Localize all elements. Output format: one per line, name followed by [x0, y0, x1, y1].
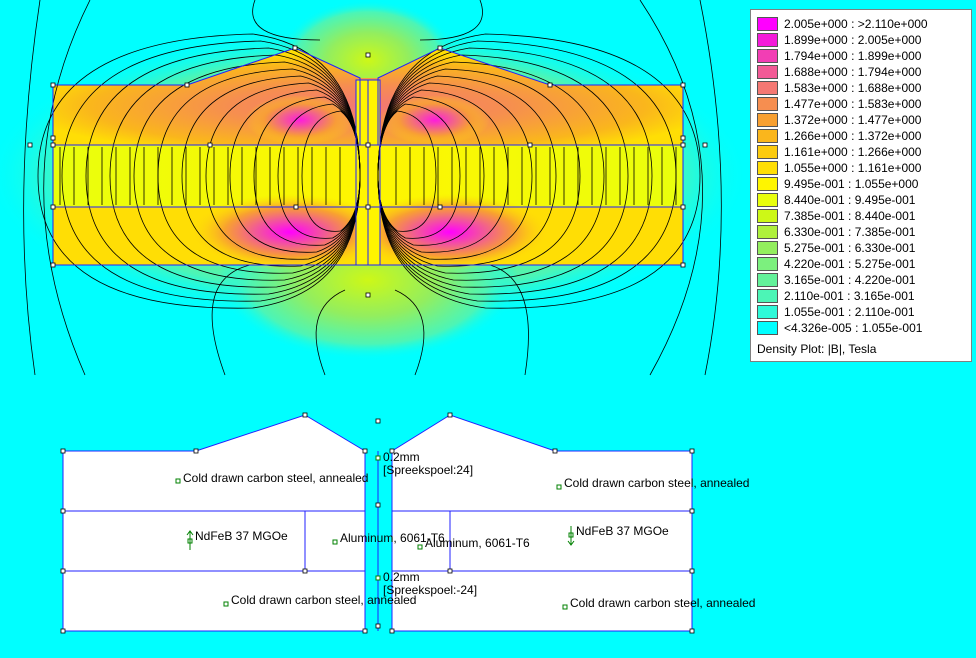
legend-range-label: 8.440e-001 : 9.495e-001: [784, 193, 916, 207]
label-alu-left: Aluminum, 6061-T6: [340, 531, 445, 545]
bottom-left-plate: [62, 570, 366, 632]
legend-row: 8.440e-001 : 9.495e-001: [757, 193, 915, 207]
legend-range-label: 1.266e+000 : 1.372e+000: [784, 129, 922, 143]
legend-row: 1.372e+000 : 1.477e+000: [757, 113, 921, 127]
geometry-nodes: [27, 45, 708, 298]
legend-row: 1.899e+000 : 2.005e+000: [757, 33, 921, 47]
legend-row: 1.161e+000 : 1.266e+000: [757, 145, 921, 159]
legend-swatch: [757, 177, 778, 191]
legend-range-label: 1.055e+000 : 1.161e+000: [784, 161, 922, 175]
label-steel-top-right: Cold drawn carbon steel, annealed: [564, 476, 749, 490]
legend-swatch: [757, 273, 778, 287]
legend-range-label: 5.275e-001 : 6.330e-001: [784, 241, 916, 255]
legend-row: 1.477e+000 : 1.583e+000: [757, 97, 921, 111]
legend-swatch: [757, 209, 778, 223]
legend-swatch: [757, 65, 778, 79]
legend-range-label: 1.688e+000 : 1.794e+000: [784, 65, 922, 79]
legend-range-label: 1.583e+000 : 1.688e+000: [784, 81, 922, 95]
legend-range-label: 1.899e+000 : 2.005e+000: [784, 33, 922, 47]
legend-range-label: 1.794e+000 : 1.899e+000: [784, 49, 922, 63]
geometry-view: Cold drawn carbon steel, annealed Cold d…: [60, 412, 755, 634]
legend-range-label: 2.005e+000 : >2.110e+000: [784, 17, 928, 31]
legend-swatch: [757, 321, 778, 335]
density-legend: 2.005e+000 : >2.110e+000 1.899e+000 : 2.0…: [750, 9, 972, 362]
hotspot-top-right: [380, 95, 490, 145]
legend-range-label: 7.385e-001 : 8.440e-001: [784, 209, 916, 223]
legend-row: 3.165e-001 : 4.220e-001: [757, 273, 915, 287]
label-wire-top: 0.2mm: [383, 450, 420, 464]
legend-row: 1.266e+000 : 1.372e+000: [757, 129, 921, 143]
legend-swatch: [757, 33, 778, 47]
density-plot: [0, 0, 748, 376]
legend-range-label: 1.372e+000 : 1.477e+000: [784, 113, 922, 127]
legend-row: 4.220e-001 : 5.275e-001: [757, 257, 915, 271]
label-steel-bottom-right: Cold drawn carbon steel, annealed: [570, 596, 755, 610]
legend-row: <4.326e-005 : 1.055e-001: [757, 321, 922, 335]
legend-caption: Density Plot: |B|, Tesla: [757, 342, 877, 356]
label-steel-top-left: Cold drawn carbon steel, annealed: [183, 471, 368, 485]
legend-row: 5.275e-001 : 6.330e-001: [757, 241, 915, 255]
legend-row: 1.794e+000 : 1.899e+000: [757, 49, 921, 63]
legend-swatch: [757, 225, 778, 239]
legend-swatch: [757, 241, 778, 255]
legend-swatch: [757, 193, 778, 207]
legend-range-label: 4.220e-001 : 5.275e-001: [784, 257, 916, 271]
legend-swatch: [757, 97, 778, 111]
label-circuit-top: [Spreekspoel:24]: [383, 463, 473, 477]
bottom-right-plate: [391, 570, 693, 632]
legend-row: 1.688e+000 : 1.794e+000: [757, 65, 921, 79]
legend-swatch: [757, 113, 778, 127]
label-steel-bottom-left: Cold drawn carbon steel, annealed: [231, 593, 416, 607]
legend-row: 1.055e-001 : 2.110e-001: [757, 305, 915, 319]
legend-swatch: [757, 257, 778, 271]
legend-range-label: 3.165e-001 : 4.220e-001: [784, 273, 916, 287]
legend-swatch: [757, 81, 778, 95]
legend-row: 6.330e-001 : 7.385e-001: [757, 225, 915, 239]
legend-row: 2.110e-001 : 3.165e-001: [757, 289, 915, 303]
legend-row: 9.495e-001 : 1.055e+000: [757, 177, 918, 191]
legend-swatch: [757, 305, 778, 319]
legend-swatch: [757, 129, 778, 143]
legend-row: 2.005e+000 : >2.110e+000: [757, 17, 928, 31]
top-left-plate: [62, 414, 366, 512]
legend-range-label: 2.110e-001 : 3.165e-001: [784, 289, 915, 303]
legend-swatch: [757, 161, 778, 175]
label-magnet-right: NdFeB 37 MGOe: [576, 524, 669, 538]
legend-range-label: 1.161e+000 : 1.266e+000: [784, 145, 922, 159]
legend-row: 1.583e+000 : 1.688e+000: [757, 81, 921, 95]
legend-row: 7.385e-001 : 8.440e-001: [757, 209, 915, 223]
legend-swatch: [757, 289, 778, 303]
legend-swatch: [757, 17, 778, 31]
legend-swatch: [757, 145, 778, 159]
label-magnet-left: NdFeB 37 MGOe: [195, 529, 288, 543]
label-wire-bottom: 0.2mm: [383, 570, 420, 584]
legend-range-label: <4.326e-005 : 1.055e-001: [784, 321, 923, 335]
legend-range-label: 1.477e+000 : 1.583e+000: [784, 97, 922, 111]
legend-range-label: 6.330e-001 : 7.385e-001: [784, 225, 916, 239]
legend-range-label: 1.055e-001 : 2.110e-001: [784, 305, 915, 319]
legend-row: 1.055e+000 : 1.161e+000: [757, 161, 921, 175]
legend-range-label: 9.495e-001 : 1.055e+000: [784, 177, 919, 191]
label-circuit-bottom: [Spreekspoel:-24]: [383, 583, 477, 597]
label-alu-right: Aluminum, 6061-T6: [425, 536, 530, 550]
flux-lines: [23, 0, 722, 376]
legend-swatch: [757, 49, 778, 63]
magnet-left: [62, 510, 366, 572]
hotspot-top-left: [245, 95, 355, 145]
